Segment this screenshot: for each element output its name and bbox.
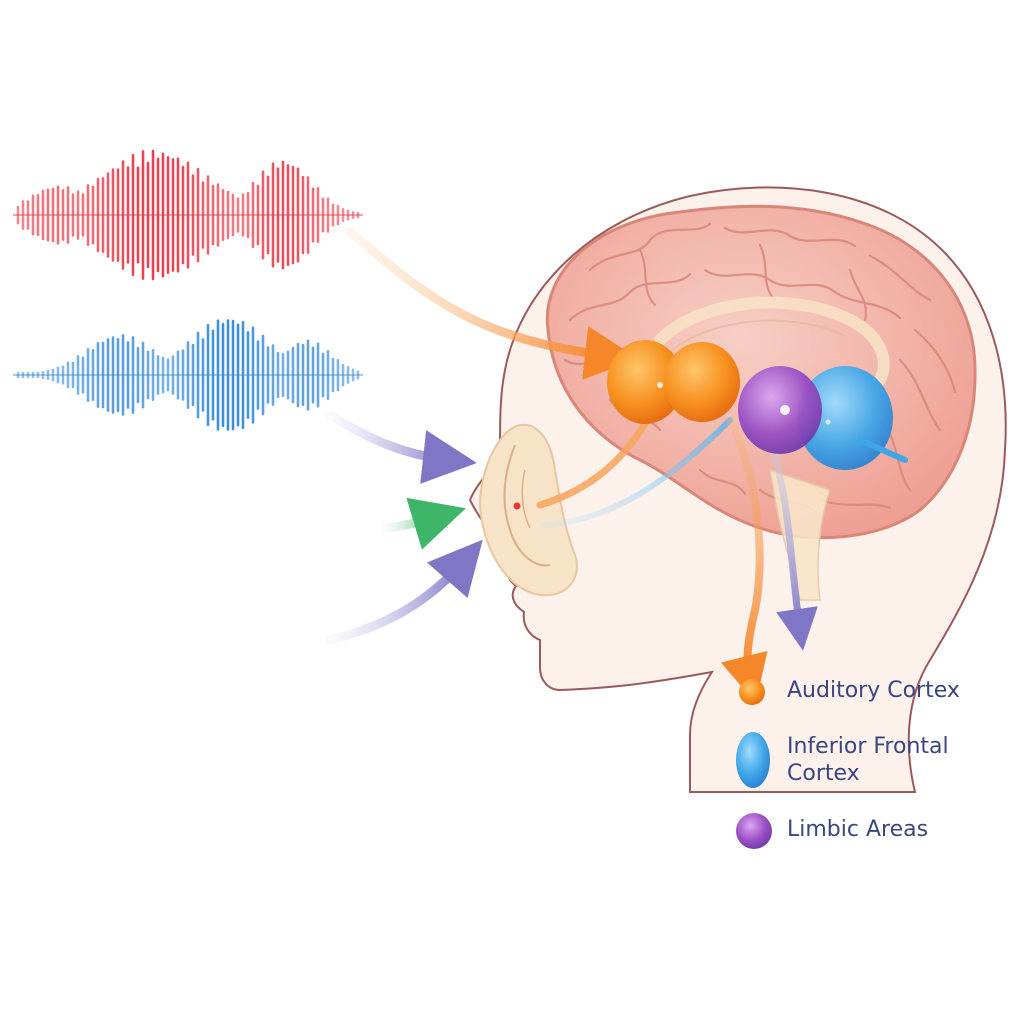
path-ear-to-auditory [536, 411, 654, 509]
orange-dot-icon [739, 679, 765, 705]
arrow-blue-wave-to-ear [325, 410, 477, 484]
purple-dot-icon [736, 813, 772, 849]
legend-limbic-areas: Limbic Areas [787, 817, 929, 842]
sound-waves [9, 149, 390, 601]
blue-sound-wave [13, 319, 363, 431]
arrow-red-wave-to-auditory [345, 227, 639, 380]
legend-auditory-cortex: Auditory Cortex [787, 678, 960, 703]
blue-oval-icon [736, 732, 770, 788]
ear-canal-dot [513, 502, 521, 510]
arrow-low-to-ear [325, 539, 483, 645]
ear [478, 423, 578, 597]
red-sound-wave [13, 149, 363, 281]
path-limbic-down [766, 436, 818, 651]
limbic-region [738, 366, 831, 454]
legend-inferior-frontal-cortex: Inferior Frontal Cortex [787, 734, 949, 786]
rainbow-sound-wave [9, 459, 390, 601]
path-ear-to-frontal [542, 417, 733, 528]
auditory-cortex-region [607, 340, 740, 424]
arrow-rainbow-wave-to-ear [380, 497, 466, 550]
path-auditory-down [720, 416, 768, 704]
